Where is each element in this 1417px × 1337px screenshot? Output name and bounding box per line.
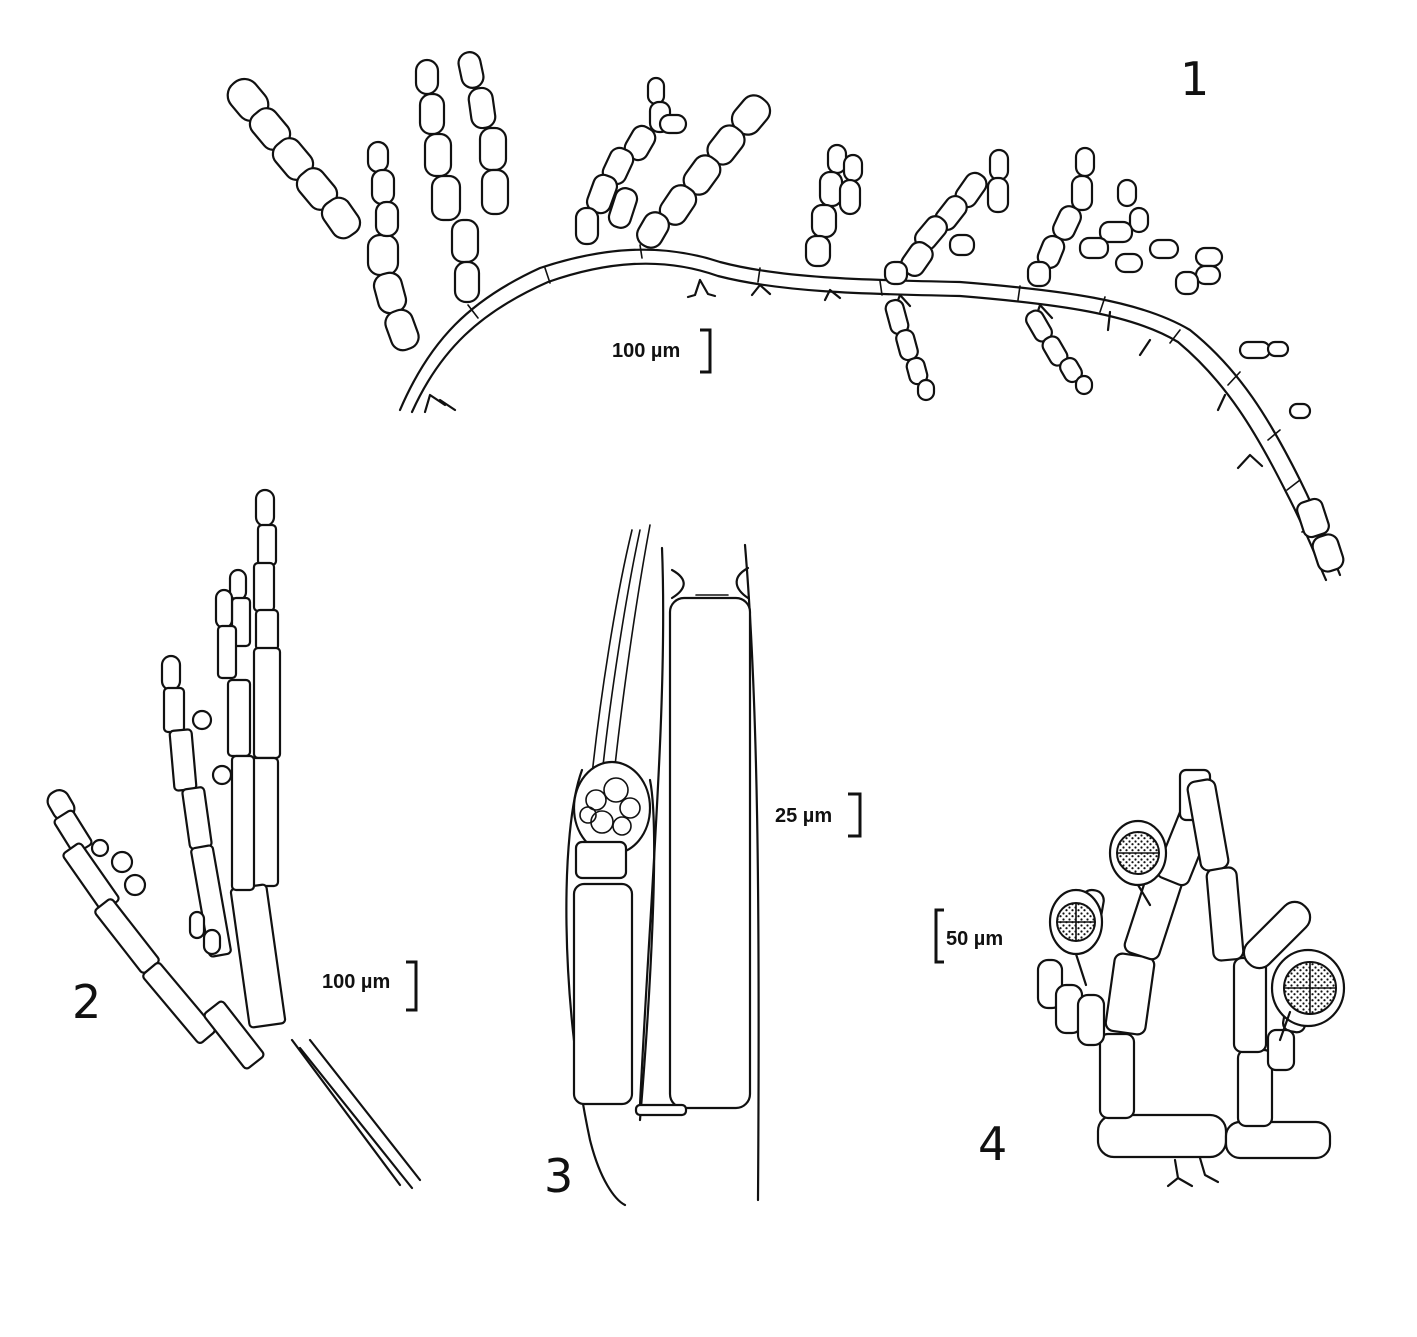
scale-bar-1 <box>700 328 712 374</box>
figure-1-scale-label: 100 µm <box>612 340 680 362</box>
figure-2-number: 2 <box>72 975 101 1029</box>
figure-4-number: 4 <box>978 1117 1007 1171</box>
figure-4-scale-label: 50 µm <box>946 928 1003 950</box>
figure-1-drawing <box>226 51 1345 582</box>
figure-3-drawing <box>565 524 862 1207</box>
figure-1-number: 1 <box>1180 52 1209 106</box>
figure-3-number: 3 <box>544 1149 573 1203</box>
figure-3-scale-label: 25 µm <box>775 805 832 827</box>
figure-2-drawing <box>46 488 422 1190</box>
scale-bar-2 <box>406 960 418 1012</box>
scale-bar-4 <box>934 908 944 964</box>
scale-bar-3 <box>848 792 862 838</box>
figure-4-drawing <box>934 768 1346 1188</box>
figure-2-scale-label: 100 µm <box>322 971 390 993</box>
